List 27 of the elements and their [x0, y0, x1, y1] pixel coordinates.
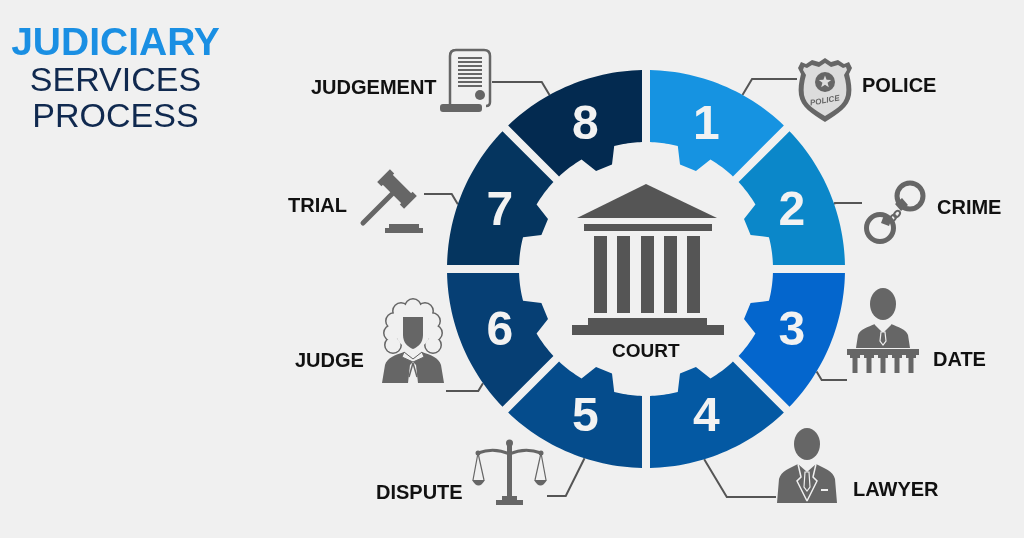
badge-text: POLICE — [809, 94, 841, 108]
step-number: 3 — [778, 305, 806, 354]
step-label: DATE — [933, 348, 986, 369]
title: JUDICIARY SERVICES PROCESS — [10, 22, 221, 133]
step-number: 1 — [692, 99, 720, 147]
leader-line — [445, 382, 484, 392]
step-number: 8 — [572, 99, 599, 147]
leader-line — [703, 458, 777, 498]
leader-line — [423, 193, 459, 206]
step-label: JUDGEMENT — [311, 77, 437, 97]
step-label: TRIAL — [288, 195, 347, 215]
leader-line — [491, 81, 551, 96]
step-label: DISPUTE — [376, 481, 463, 502]
step-label: JUDGE — [295, 349, 364, 370]
leader-line — [741, 78, 798, 96]
leader-line — [815, 370, 848, 381]
step-number: 2 — [778, 184, 806, 233]
center-label: COURT — [612, 341, 680, 360]
step-number: 4 — [692, 390, 720, 439]
leader-line — [546, 457, 586, 497]
step-label: CRIME — [937, 196, 1002, 217]
step-number: 7 — [486, 184, 514, 233]
step-label: LAWYER — [853, 478, 939, 499]
leader-line — [833, 202, 863, 206]
step-number: 6 — [486, 305, 514, 354]
step-number: 5 — [572, 390, 599, 439]
step-label: POLICE — [862, 75, 937, 95]
